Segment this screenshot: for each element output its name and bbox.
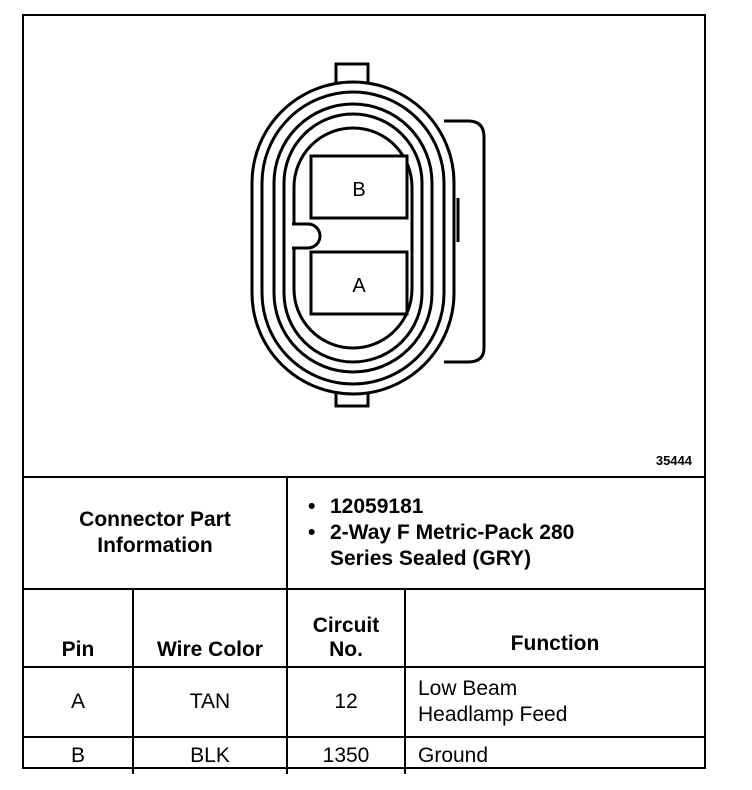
figure-id: 35444 [655, 453, 692, 468]
connector-sheet: B A 35444 Connector Part Information 120… [22, 14, 706, 774]
wire-color-cell: BLK [132, 736, 288, 774]
table-row: A TAN 12 Low Beam Headlamp Feed [24, 666, 704, 738]
connector-description: 2-Way F Metric-Pack 280 Series Sealed (G… [308, 520, 704, 572]
circuit-cell: 1350 [286, 736, 406, 774]
part-number: 12059181 [308, 494, 704, 520]
pin-cell: B [24, 736, 134, 774]
circuit-cell: 12 [286, 666, 406, 738]
table-row: B BLK 1350 Ground [24, 736, 704, 774]
pin-cell: A [24, 666, 134, 738]
connector-info-row: Connector Part Information 12059181 2-Wa… [24, 478, 704, 590]
housing-ring-2 [260, 90, 446, 386]
cavity-a-label: A [352, 275, 366, 297]
function-cell: Ground [404, 736, 704, 774]
cavity-b-label: B [352, 179, 365, 201]
function-cell: Low Beam Headlamp Feed [404, 666, 704, 738]
header-pin: Pin [24, 588, 134, 668]
header-function: Function [404, 588, 704, 668]
housing-ring-3 [272, 102, 434, 374]
connector-info-details: 12059181 2-Way F Metric-Pack 280 Series … [286, 478, 704, 590]
cavity-b [309, 154, 409, 220]
housing-ring-4 [282, 112, 424, 364]
keying-notch [292, 222, 322, 250]
wire-color-cell: TAN [132, 666, 288, 738]
table-header-row: Pin Wire Color Circuit No. Function [24, 588, 704, 668]
connector-diagram: B A 35444 [24, 16, 704, 478]
connector-info-label: Connector Part Information [24, 478, 288, 590]
pinout-table: Connector Part Information 12059181 2-Wa… [24, 478, 704, 774]
header-wire-color: Wire Color [132, 588, 288, 668]
connector-face-drawing: B A [250, 62, 486, 408]
cavity-a [309, 250, 409, 316]
header-circuit: Circuit No. [286, 588, 406, 668]
